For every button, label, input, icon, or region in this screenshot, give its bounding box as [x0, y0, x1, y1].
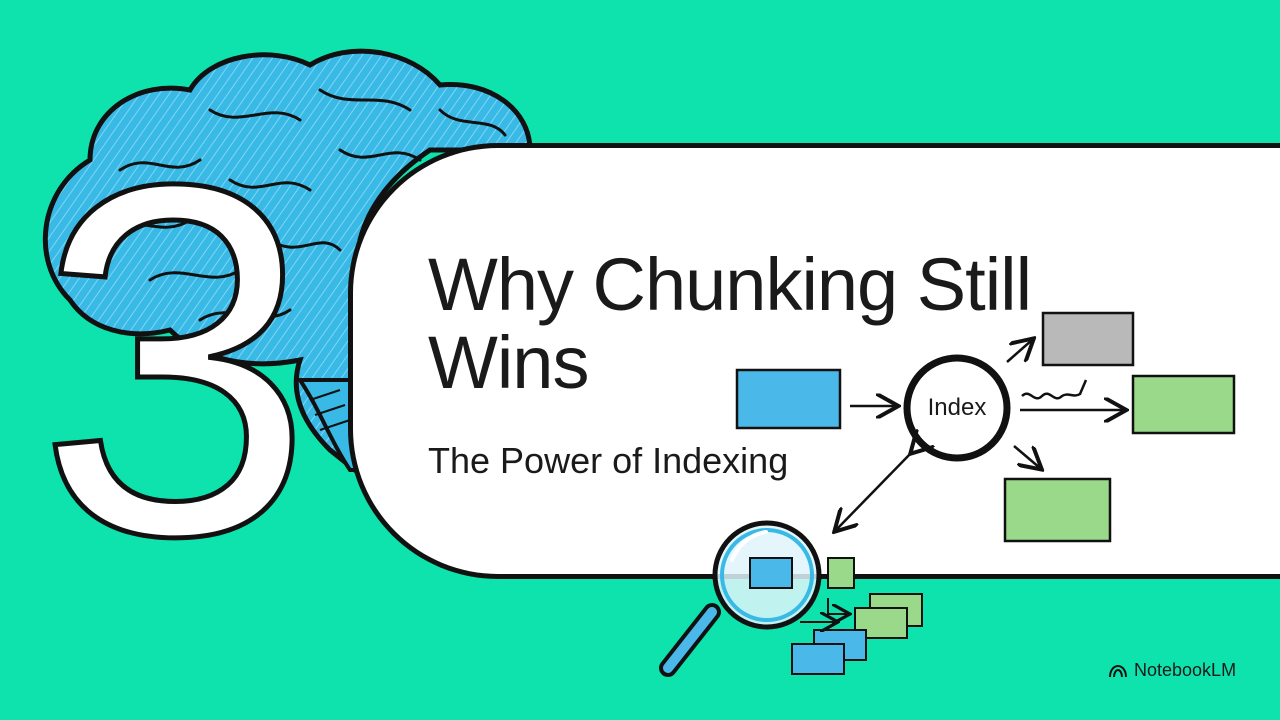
arrow-icon	[836, 452, 912, 530]
brand-mark: NotebookLM	[1108, 660, 1236, 681]
slide-subtitle: The Power of Indexing	[428, 440, 789, 481]
index-label: Index	[927, 394, 987, 421]
slide-number: 3	[33, 80, 316, 639]
brain-illustration	[42, 48, 533, 476]
source-chunk	[735, 368, 842, 430]
chunk-stack	[791, 557, 923, 675]
magnifier-icon	[659, 520, 822, 677]
squiggle	[1021, 379, 1088, 400]
gray-chunk	[1041, 311, 1135, 367]
arrow-icon	[1013, 445, 1040, 468]
green-chunk	[1003, 477, 1112, 543]
green-chunk	[1131, 374, 1236, 435]
notebooklm-logo-icon	[1109, 664, 1127, 677]
brand-name: NotebookLM	[1134, 660, 1237, 680]
slide-title: Why Chunking Still Wins	[428, 243, 1032, 404]
arrow-icon	[1006, 340, 1032, 363]
